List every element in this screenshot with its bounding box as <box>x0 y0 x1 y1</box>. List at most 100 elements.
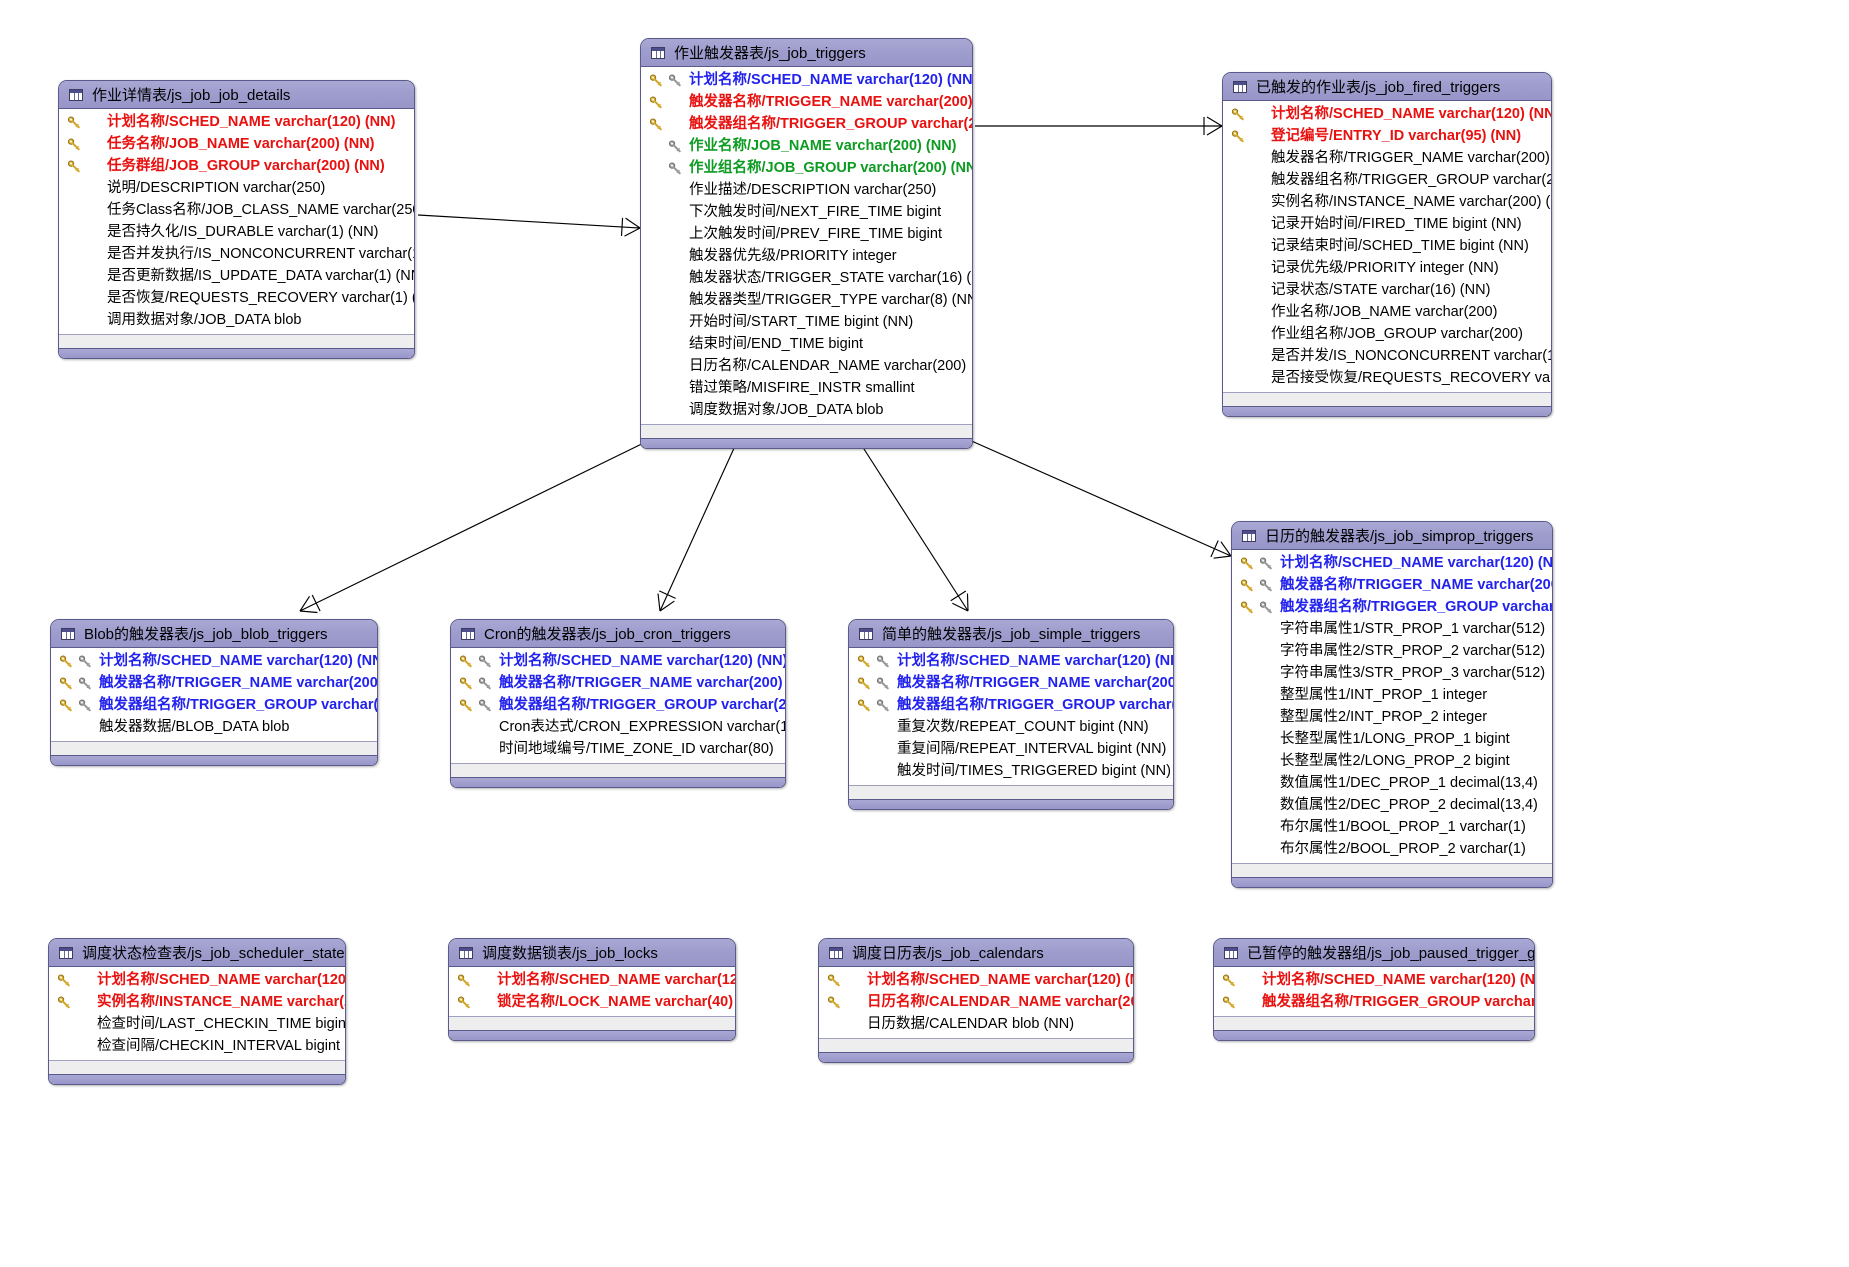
field-row[interactable]: 计划名称/SCHED_NAME varchar(120) (NN) <box>59 111 414 133</box>
field-row[interactable]: 触发器名称/TRIGGER_NAME varchar(200) (NN) <box>51 672 377 694</box>
field-row[interactable]: 调度数据对象/JOB_DATA blob <box>641 399 972 421</box>
entity-header-js_job_fired_triggers[interactable]: 已触发的作业表/js_job_fired_triggers <box>1223 73 1551 101</box>
field-row[interactable]: 登记编号/ENTRY_ID varchar(95) (NN) <box>1223 125 1551 147</box>
field-row[interactable]: 字符串属性2/STR_PROP_2 varchar(512) <box>1232 640 1552 662</box>
entity-header-js_job_locks[interactable]: 调度数据锁表/js_job_locks <box>449 939 735 967</box>
field-row[interactable]: 长整型属性1/LONG_PROP_1 bigint <box>1232 728 1552 750</box>
field-row[interactable]: 作业组名称/JOB_GROUP varchar(200) (NN) <box>641 157 972 179</box>
field-row[interactable]: 日历名称/CALENDAR_NAME varchar(200) (NN) <box>819 991 1133 1013</box>
field-row[interactable]: 日历数据/CALENDAR blob (NN) <box>819 1013 1133 1035</box>
field-row[interactable]: 作业描述/DESCRIPTION varchar(250) <box>641 179 972 201</box>
field-row[interactable]: 触发器名称/TRIGGER_NAME varchar(200) (NN) <box>1232 574 1552 596</box>
entity-header-js_job_cron_triggers[interactable]: Cron的触发器表/js_job_cron_triggers <box>451 620 785 648</box>
field-row[interactable]: 计划名称/SCHED_NAME varchar(120) (NN) <box>849 650 1173 672</box>
field-row[interactable]: 计划名称/SCHED_NAME varchar(120) (NN) <box>1223 103 1551 125</box>
field-row[interactable]: 触发器类型/TRIGGER_TYPE varchar(8) (NN) <box>641 289 972 311</box>
field-row[interactable]: 日历名称/CALENDAR_NAME varchar(200) <box>641 355 972 377</box>
field-row[interactable]: 是否持久化/IS_DURABLE varchar(1) (NN) <box>59 221 414 243</box>
field-row[interactable]: 检查时间/LAST_CHECKIN_TIME bigint (NN) <box>49 1013 345 1035</box>
field-row[interactable]: 计划名称/SCHED_NAME varchar(120) (NN) <box>449 969 735 991</box>
field-row[interactable]: 作业名称/JOB_NAME varchar(200) (NN) <box>641 135 972 157</box>
field-row[interactable]: 触发器组名称/TRIGGER_GROUP varchar(200) (NN) <box>1214 991 1534 1013</box>
entity-header-js_job_paused_trigger_grps[interactable]: 已暂停的触发器组/js_job_paused_trigger_grps <box>1214 939 1534 967</box>
field-row[interactable]: 检查间隔/CHECKIN_INTERVAL bigint (NN) <box>49 1035 345 1057</box>
field-row[interactable]: 触发时间/TIMES_TRIGGERED bigint (NN) <box>849 760 1173 782</box>
field-row[interactable]: 任务群组/JOB_GROUP varchar(200) (NN) <box>59 155 414 177</box>
field-row[interactable]: 触发器状态/TRIGGER_STATE varchar(16) (NN) <box>641 267 972 289</box>
field-row[interactable]: 整型属性1/INT_PROP_1 integer <box>1232 684 1552 706</box>
field-row[interactable]: 计划名称/SCHED_NAME varchar(120) (NN) <box>1214 969 1534 991</box>
field-row[interactable]: 说明/DESCRIPTION varchar(250) <box>59 177 414 199</box>
field-row[interactable]: 是否恢复/REQUESTS_RECOVERY varchar(1) (NN) <box>59 287 414 309</box>
entity-header-js_job_job_details[interactable]: 作业详情表/js_job_job_details <box>59 81 414 109</box>
field-row[interactable]: 字符串属性1/STR_PROP_1 varchar(512) <box>1232 618 1552 640</box>
entity-header-js_job_scheduler_state[interactable]: 调度状态检查表/js_job_scheduler_state <box>49 939 345 967</box>
field-row[interactable]: 重复次数/REPEAT_COUNT bigint (NN) <box>849 716 1173 738</box>
field-row[interactable]: 计划名称/SCHED_NAME varchar(120) (NN) <box>641 69 972 91</box>
field-row[interactable]: 布尔属性1/BOOL_PROP_1 varchar(1) <box>1232 816 1552 838</box>
field-row[interactable]: 记录开始时间/FIRED_TIME bigint (NN) <box>1223 213 1551 235</box>
field-row[interactable]: 锁定名称/LOCK_NAME varchar(40) (NN) <box>449 991 735 1013</box>
field-row[interactable]: 下次触发时间/NEXT_FIRE_TIME bigint <box>641 201 972 223</box>
field-row[interactable]: 结束时间/END_TIME bigint <box>641 333 972 355</box>
field-row[interactable]: 整型属性2/INT_PROP_2 integer <box>1232 706 1552 728</box>
field-row[interactable]: 时间地域编号/TIME_ZONE_ID varchar(80) <box>451 738 785 760</box>
field-row[interactable]: 布尔属性2/BOOL_PROP_2 varchar(1) <box>1232 838 1552 860</box>
field-row[interactable]: 上次触发时间/PREV_FIRE_TIME bigint <box>641 223 972 245</box>
field-row[interactable]: 触发器组名称/TRIGGER_GROUP varchar(200) (NN) <box>51 694 377 716</box>
field-row[interactable]: 是否接受恢复/REQUESTS_RECOVERY varchar(1) <box>1223 367 1551 389</box>
field-row[interactable]: 记录状态/STATE varchar(16) (NN) <box>1223 279 1551 301</box>
field-row[interactable]: 记录优先级/PRIORITY integer (NN) <box>1223 257 1551 279</box>
field-row[interactable]: 计划名称/SCHED_NAME varchar(120) (NN) <box>51 650 377 672</box>
field-row[interactable]: 是否并发/IS_NONCONCURRENT varchar(1) <box>1223 345 1551 367</box>
field-row[interactable]: 触发器组名称/TRIGGER_GROUP varchar(200) (NN) <box>451 694 785 716</box>
field-row[interactable]: 计划名称/SCHED_NAME varchar(120) (NN) <box>49 969 345 991</box>
field-row[interactable]: 计划名称/SCHED_NAME varchar(120) (NN) <box>451 650 785 672</box>
field-row[interactable]: 触发器名称/TRIGGER_NAME varchar(200) (NN) <box>641 91 972 113</box>
field-row[interactable]: 触发器组名称/TRIGGER_GROUP varchar(200) (NN) <box>641 113 972 135</box>
entity-header-js_job_simple_triggers[interactable]: 简单的触发器表/js_job_simple_triggers <box>849 620 1173 648</box>
field-row[interactable]: 数值属性2/DEC_PROP_2 decimal(13,4) <box>1232 794 1552 816</box>
field-row[interactable]: 是否更新数据/IS_UPDATE_DATA varchar(1) (NN) <box>59 265 414 287</box>
field-row[interactable]: 触发器组名称/TRIGGER_GROUP varchar(200) (NN) <box>1232 596 1552 618</box>
field-row[interactable]: 记录结束时间/SCHED_TIME bigint (NN) <box>1223 235 1551 257</box>
entity-header-js_job_triggers[interactable]: 作业触发器表/js_job_triggers <box>641 39 972 67</box>
field-row[interactable]: 触发器名称/TRIGGER_NAME varchar(200) (NN) <box>849 672 1173 694</box>
field-row[interactable]: 作业名称/JOB_NAME varchar(200) <box>1223 301 1551 323</box>
field-row[interactable]: 任务Class名称/JOB_CLASS_NAME varchar(250) (N… <box>59 199 414 221</box>
field-row[interactable]: 计划名称/SCHED_NAME varchar(120) (NN) <box>819 969 1133 991</box>
field-row[interactable]: 触发器数据/BLOB_DATA blob <box>51 716 377 738</box>
entity-header-js_job_calendars[interactable]: 调度日历表/js_job_calendars <box>819 939 1133 967</box>
field-row[interactable]: Cron表达式/CRON_EXPRESSION varchar(120) (NN… <box>451 716 785 738</box>
field-row[interactable]: 作业组名称/JOB_GROUP varchar(200) <box>1223 323 1551 345</box>
entity-header-js_job_simprop_triggers[interactable]: 日历的触发器表/js_job_simprop_triggers <box>1232 522 1552 550</box>
field-row[interactable]: 实例名称/INSTANCE_NAME varchar(200) (NN) <box>49 991 345 1013</box>
field-row[interactable]: 开始时间/START_TIME bigint (NN) <box>641 311 972 333</box>
entity-header-js_job_blob_triggers[interactable]: Blob的触发器表/js_job_blob_triggers <box>51 620 377 648</box>
field-row[interactable]: 触发器名称/TRIGGER_NAME varchar(200) (NN) <box>451 672 785 694</box>
field-row[interactable]: 触发器优先级/PRIORITY integer <box>641 245 972 267</box>
field-row[interactable]: 计划名称/SCHED_NAME varchar(120) (NN) <box>1232 552 1552 574</box>
field-row[interactable]: 长整型属性2/LONG_PROP_2 bigint <box>1232 750 1552 772</box>
field-row[interactable]: 错过策略/MISFIRE_INSTR smallint <box>641 377 972 399</box>
field-row[interactable]: 触发器组名称/TRIGGER_GROUP varchar(200) (NN) <box>849 694 1173 716</box>
field-row[interactable]: 触发器名称/TRIGGER_NAME varchar(200) (NN) <box>1223 147 1551 169</box>
field-row[interactable]: 调用数据对象/JOB_DATA blob <box>59 309 414 331</box>
field-row[interactable]: 重复间隔/REPEAT_INTERVAL bigint (NN) <box>849 738 1173 760</box>
field-row[interactable]: 任务名称/JOB_NAME varchar(200) (NN) <box>59 133 414 155</box>
field-row[interactable]: 是否并发执行/IS_NONCONCURRENT varchar(1) (NN) <box>59 243 414 265</box>
field-row[interactable]: 触发器组名称/TRIGGER_GROUP varchar(200) (NN) <box>1223 169 1551 191</box>
field-row[interactable]: 数值属性1/DEC_PROP_1 decimal(13,4) <box>1232 772 1552 794</box>
field-row[interactable]: 字符串属性3/STR_PROP_3 varchar(512) <box>1232 662 1552 684</box>
field-row[interactable]: 实例名称/INSTANCE_NAME varchar(200) (NN) <box>1223 191 1551 213</box>
